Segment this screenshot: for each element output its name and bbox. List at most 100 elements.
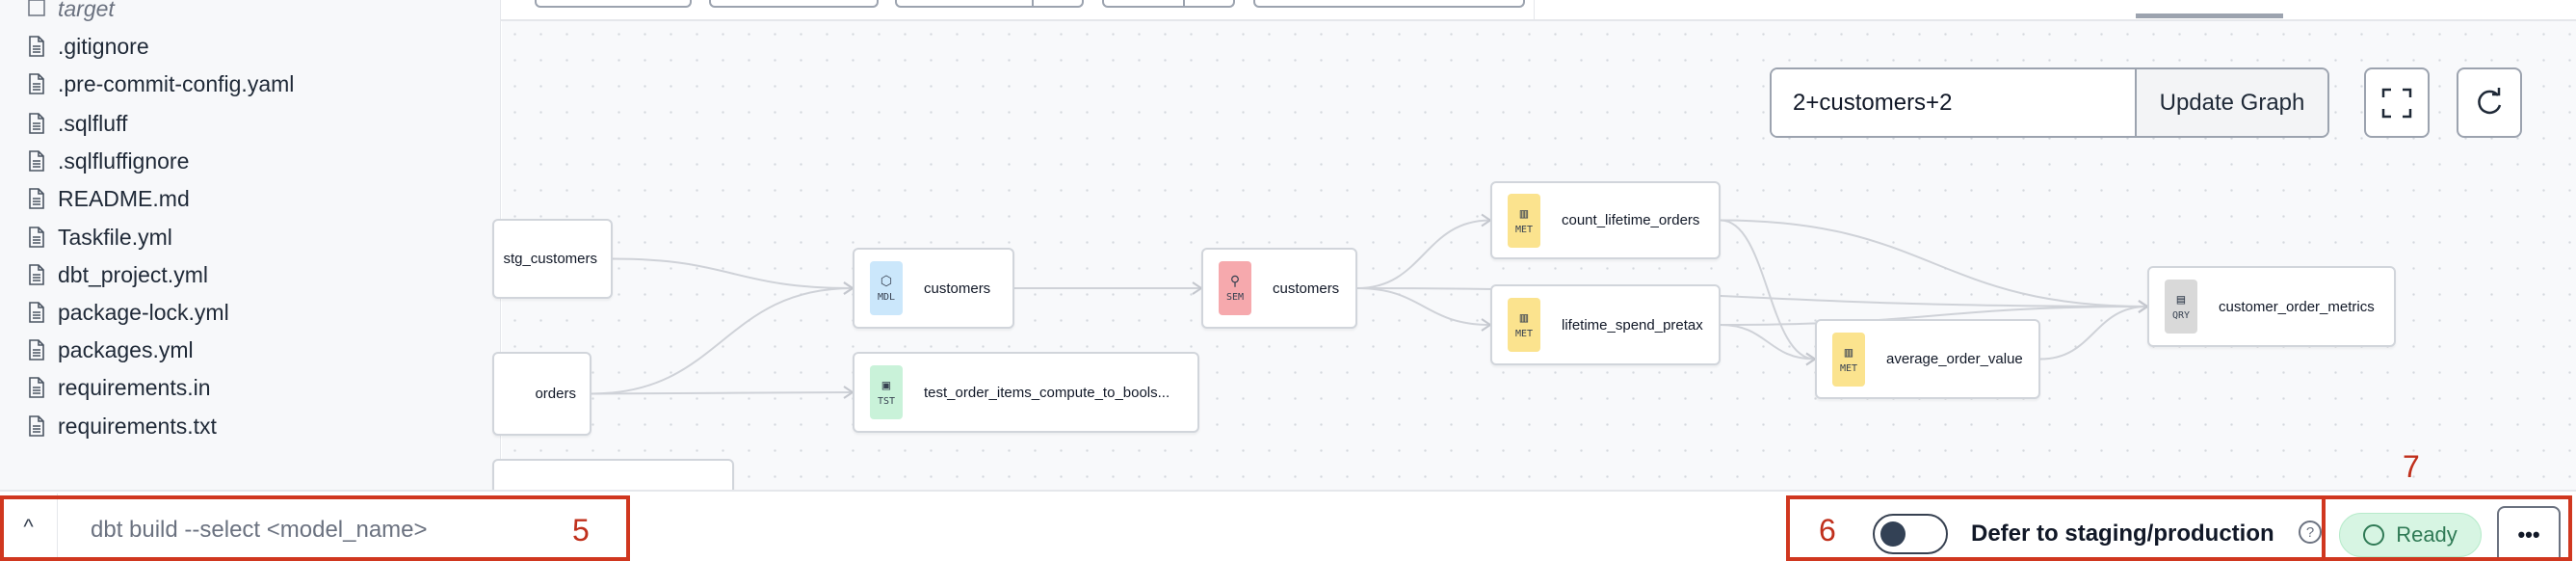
graph-edge [1356,287,1491,326]
graph-node[interactable]: ▥ MET count_lifetime_orders [1490,181,1721,259]
node-label: count_lifetime_orders [1562,212,1700,228]
graph-node[interactable]: stg_customers [492,219,613,299]
file-icon [29,415,44,437]
more-options-button[interactable]: ••• [2497,506,2561,561]
node-type: MET [1839,362,1858,374]
file-item[interactable]: requirements.txt [27,410,217,442]
file-item[interactable]: .sqlfluffignore [27,145,189,177]
file-name: requirements.txt [58,413,217,439]
active-tab-indicator [2136,13,2283,18]
defer-toggle[interactable] [1873,514,1948,554]
file-item[interactable]: requirements.in [27,371,211,404]
expand-icon [2381,88,2412,118]
node-type: MET [1514,224,1534,235]
folder-item[interactable]: target [27,0,115,25]
sem-icon: ⚲ [1229,274,1241,289]
graph-edge [1356,219,1491,289]
command-input[interactable]: dbt build --select <model_name> [91,517,428,543]
toolbar-split-button[interactable] [895,0,1084,8]
file-name: .gitignore [58,33,149,59]
node-label: customers [924,280,991,297]
annotation-label: 7 [2403,449,2420,484]
graph-edge [2039,306,2148,361]
file-item[interactable]: Taskfile.yml [27,221,172,254]
node-type-badge: ▥ MET [1508,298,1540,352]
graph-edge [591,287,854,395]
update-graph-button[interactable]: Update Graph [2135,69,2327,136]
node-type: TST [877,396,896,407]
graph-edge [1720,219,2148,307]
file-icon [29,36,44,57]
folder-icon [28,0,45,16]
file-item[interactable]: .pre-commit-config.yaml [27,67,294,100]
file-explorer: target .gitignore .pre-commit-config.yaml.… [0,0,501,490]
file-item[interactable]: README.md [27,182,190,215]
file-name: dbt_project.yml [58,261,208,287]
node-type-badge: ▥ MET [1508,193,1540,248]
graph-edge [591,391,854,395]
file-item[interactable]: package-lock.yml [27,296,229,329]
node-type-badge: ▤ QRY [2165,280,2197,334]
file-name: target [58,0,115,21]
help-icon[interactable]: ? [2299,521,2322,544]
node-type-badge: ▣ TST [870,365,903,419]
expand-panel-button[interactable]: ^ [0,494,58,561]
status-text: Ready [2396,522,2458,547]
node-type-badge: ⬡MDL [870,261,903,315]
node-type-badge: ⚲ SEM [1219,261,1251,315]
file-name: package-lock.yml [58,299,229,325]
refresh-icon [2478,87,2502,114]
fullscreen-button[interactable] [2364,67,2430,138]
file-item[interactable]: .sqlfluff [27,107,127,140]
toolbar-button[interactable] [709,0,879,8]
graph-node[interactable]: ▣ TST test_order_items_compute_to_bools... [853,352,1199,433]
file-name: .sqlfluff [58,110,128,136]
file-item[interactable]: .gitignore [27,30,149,63]
met-icon: ▥ [1844,344,1853,361]
file-name: Taskfile.yml [58,224,172,250]
file-icon [29,264,44,285]
refresh-button[interactable] [2457,67,2522,138]
file-name: README.md [58,185,190,211]
file-icon [29,302,44,323]
graph-edge [1356,287,2148,307]
file-name: requirements.in [58,374,211,400]
annotation-box [2322,495,2572,561]
command-bar [0,490,2576,561]
node-type: MET [1514,329,1534,339]
file-icon [29,339,44,361]
graph-selector: Update Graph [1770,67,2329,138]
status-circle-icon [2363,524,2385,546]
file-icon [29,150,44,172]
toolbar-split-button[interactable] [1102,0,1235,8]
toolbar-button[interactable] [535,0,692,8]
file-item[interactable]: packages.yml [27,334,194,366]
qry-icon: ▤ [2176,292,2186,307]
defer-label: Defer to staging/production [1971,521,2274,547]
node-type: SEM [1225,292,1245,303]
top-toolbar [501,0,2576,21]
met-icon: ▥ [1519,310,1529,326]
annotation-label: 5 [572,513,590,548]
file-item[interactable]: dbt_project.yml [27,258,208,291]
met-icon: ▥ [1519,205,1529,222]
chevron-up-icon: ^ [23,515,34,539]
selector-input[interactable] [1772,69,2135,136]
annotation-label: 6 [1819,513,1836,548]
tst-icon: ▣ [881,378,891,393]
annotation-box [1786,495,2326,561]
file-icon [29,377,44,398]
graph-edge [612,257,854,289]
node-type: QRY [2171,310,2191,321]
graph-edge [1720,219,1816,361]
file-icon [29,227,44,248]
file-name: .sqlfluffignore [58,147,190,174]
graph-node[interactable]: orders [492,352,591,436]
graph-node[interactable]: ⬡MDL customers [853,248,1014,329]
toolbar-button[interactable] [1253,0,1525,8]
node-label: test_order_items_compute_to_bools... [924,384,1170,401]
